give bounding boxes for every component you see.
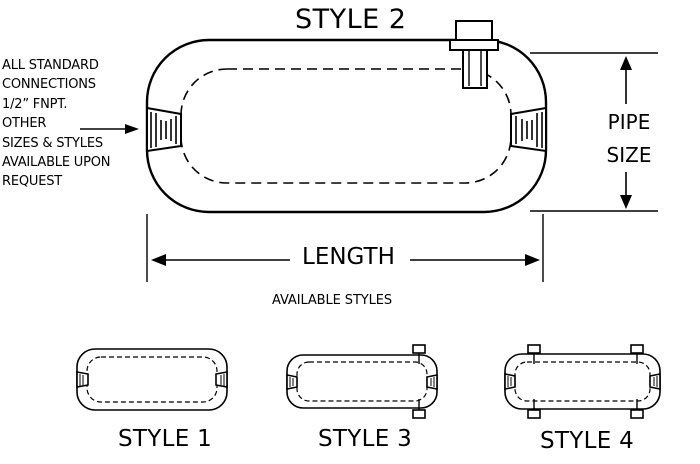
- length-label: LENGTH: [296, 244, 401, 270]
- note-line: OTHER: [2, 116, 47, 132]
- note-line: SIZES & STYLES: [2, 135, 103, 151]
- style-1-label: STYLE 1: [118, 426, 213, 452]
- pipe-size-dimension: [530, 52, 658, 212]
- pipe-size-line: SIZE: [606, 143, 652, 167]
- style-3-thumbnail: [286, 344, 438, 419]
- note-line: 1/2” FNPT.: [2, 96, 68, 112]
- note-line: REQUEST: [2, 174, 63, 190]
- pipe-size-line: PIPE: [607, 110, 651, 134]
- note-line: AVAILABLE UPON: [2, 155, 111, 171]
- pipe-size-label: PIPE SIZE: [600, 106, 658, 172]
- right-connection: [510, 106, 547, 153]
- style-1-thumbnail: [76, 348, 228, 411]
- main-body-inner-dashed: [180, 68, 512, 184]
- style-4-label: STYLE 4: [540, 428, 635, 454]
- length-dimension: [146, 214, 544, 282]
- style-4-thumbnail: [504, 344, 661, 419]
- note-line: CONNECTIONS: [2, 77, 96, 93]
- left-connection: [146, 106, 182, 153]
- style-2-title: STYLE 2: [295, 4, 407, 35]
- note-line: ALL STANDARD: [2, 58, 99, 73]
- style-3-label: STYLE 3: [318, 426, 413, 452]
- available-styles-label: AVAILABLE STYLES: [272, 293, 393, 308]
- top-fitting: [449, 20, 499, 89]
- connections-note: ALL STANDARD CONNECTIONS 1/2” FNPT. OTHE…: [2, 56, 111, 192]
